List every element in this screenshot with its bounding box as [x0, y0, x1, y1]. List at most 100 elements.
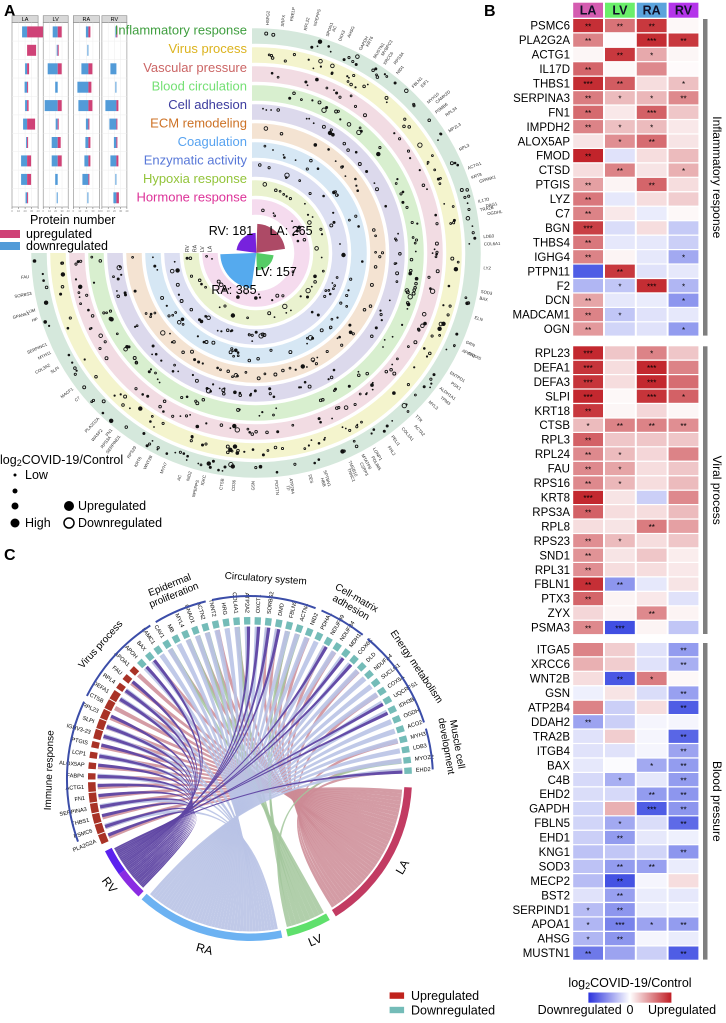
svg-text:ACTG1: ACTG1 [467, 161, 483, 171]
svg-text:***: *** [647, 379, 656, 388]
svg-text:ACO2: ACO2 [407, 720, 423, 730]
svg-text:HP: HP [31, 316, 38, 323]
svg-text:KRT8: KRT8 [470, 171, 483, 179]
svg-text:**: ** [617, 878, 623, 887]
svg-text:***: *** [647, 37, 656, 46]
svg-text:RV: RV [675, 4, 693, 18]
svg-text:*: * [587, 907, 590, 916]
svg-text:CTSD: CTSD [539, 165, 570, 177]
svg-text:*: * [618, 124, 621, 133]
svg-text:WNT2B: WNT2B [530, 674, 571, 686]
svg-text:Downregulated: Downregulated [78, 516, 162, 530]
svg-text:Protein number: Protein number [30, 213, 115, 227]
svg-text:**: ** [649, 22, 655, 31]
svg-text:**: ** [680, 849, 686, 858]
svg-text:ATP2A2: ATP2A2 [243, 593, 249, 614]
svg-text:RPS3A: RPS3A [532, 507, 570, 519]
svg-text:MYH3: MYH3 [410, 731, 427, 741]
svg-text:RV: RV [185, 244, 191, 252]
svg-text:GPANK1: GPANK1 [12, 311, 30, 320]
svg-text:PTPN11: PTPN11 [527, 266, 570, 278]
svg-text:***: *** [615, 921, 624, 930]
svg-text:CD36: CD36 [231, 479, 237, 491]
svg-text:DAG1: DAG1 [485, 201, 498, 208]
svg-text:DDAH2: DDAH2 [531, 717, 570, 729]
svg-text:HRG: HRG [220, 602, 228, 615]
svg-text:PTX3: PTX3 [541, 594, 570, 606]
svg-text:DKK3: DKK3 [337, 29, 346, 42]
svg-text:ITGB4: ITGB4 [537, 746, 571, 758]
svg-text:LONP1: LONP1 [372, 447, 384, 462]
svg-text:DEFA1: DEFA1 [534, 362, 570, 374]
svg-text:LA: 265: LA: 265 [269, 224, 312, 238]
svg-text:FBLNS: FBLNS [289, 600, 299, 619]
svg-text:downregulated: downregulated [26, 239, 108, 253]
svg-text:THBS1: THBS1 [533, 79, 570, 91]
svg-text:PSMC6: PSMC6 [530, 21, 570, 33]
svg-text:***: *** [583, 225, 592, 234]
svg-text:BAX: BAX [135, 640, 147, 653]
svg-text:*: * [682, 326, 685, 335]
svg-text:SERPIND1: SERPIND1 [512, 905, 570, 917]
svg-text:Viral process: Viral process [710, 456, 724, 525]
svg-text:MADCAM1: MADCAM1 [512, 310, 570, 322]
svg-text:*: * [587, 921, 590, 930]
svg-text:**: ** [585, 239, 591, 248]
svg-text:RV: RV [111, 17, 119, 23]
svg-text:40: 40 [67, 209, 71, 213]
svg-text:RPL3: RPL3 [458, 142, 470, 152]
svg-text:Enzymatic activity: Enzymatic activity [144, 152, 248, 167]
svg-text:**: ** [617, 581, 623, 590]
svg-text:LCP1: LCP1 [72, 749, 87, 757]
svg-text:**: ** [585, 152, 591, 161]
svg-text:PELI1: PELI1 [390, 434, 401, 447]
svg-text:CSRP3: CSRP3 [359, 462, 370, 478]
svg-text:Inflammatory response: Inflammatory response [115, 23, 247, 38]
svg-text:***: *** [583, 494, 592, 503]
svg-text:**: ** [649, 181, 655, 190]
svg-text:BST2: BST2 [541, 890, 570, 902]
svg-text:**: ** [680, 704, 686, 713]
svg-text:LA: LA [22, 17, 29, 23]
svg-text:NPEPPS: NPEPPS [312, 8, 321, 26]
svg-text:TNNC1: TNNC1 [346, 467, 356, 483]
svg-text:FAU: FAU [111, 665, 123, 677]
svg-text:log2COVID-19/Control: log2COVID-19/Control [568, 976, 691, 991]
svg-text:EHD1: EHD1 [539, 833, 570, 845]
svg-text:*: * [682, 283, 685, 292]
svg-text:**: ** [585, 538, 591, 547]
svg-text:CTSB: CTSB [218, 478, 225, 490]
svg-text:**: ** [585, 581, 591, 590]
svg-text:PTGIS: PTGIS [535, 180, 570, 192]
svg-text:**: ** [585, 595, 591, 604]
svg-text:GSN: GSN [545, 688, 570, 700]
svg-text:**: ** [617, 675, 623, 684]
svg-text:AC: AC [331, 25, 338, 32]
svg-text:FBLN5: FBLN5 [534, 818, 570, 830]
svg-text:ACTN2: ACTN2 [195, 601, 206, 620]
svg-text:FN1: FN1 [548, 107, 570, 119]
svg-text:AHSG: AHSG [346, 25, 356, 39]
svg-text:RPL24: RPL24 [535, 449, 571, 461]
svg-text:**: ** [617, 935, 623, 944]
svg-text:RPL31: RPL31 [535, 565, 570, 577]
svg-text:**: ** [649, 610, 655, 619]
svg-text:Cell adhesion: Cell adhesion [168, 97, 247, 112]
svg-text:FAU: FAU [548, 464, 570, 476]
svg-text:C7: C7 [555, 209, 570, 221]
svg-text:**: ** [649, 523, 655, 532]
svg-text:Upregulated: Upregulated [648, 1003, 716, 1017]
svg-text:ACTG1: ACTG1 [65, 785, 84, 792]
svg-text:**: ** [680, 950, 686, 959]
svg-text:LA: LA [393, 857, 412, 877]
svg-text:RPL22: RPL22 [303, 16, 311, 31]
svg-text:MYOZ2: MYOZ2 [414, 754, 434, 762]
svg-text:***: *** [647, 109, 656, 118]
svg-text:ITGA5: ITGA5 [537, 645, 570, 657]
svg-text:PLA2G2A: PLA2G2A [519, 35, 570, 47]
svg-text:RPS16: RPS16 [534, 478, 570, 490]
svg-text:**: ** [585, 624, 591, 633]
svg-text:**: ** [680, 820, 686, 829]
svg-text:ATP2B4: ATP2B4 [528, 703, 571, 715]
svg-text:*: * [618, 138, 621, 147]
